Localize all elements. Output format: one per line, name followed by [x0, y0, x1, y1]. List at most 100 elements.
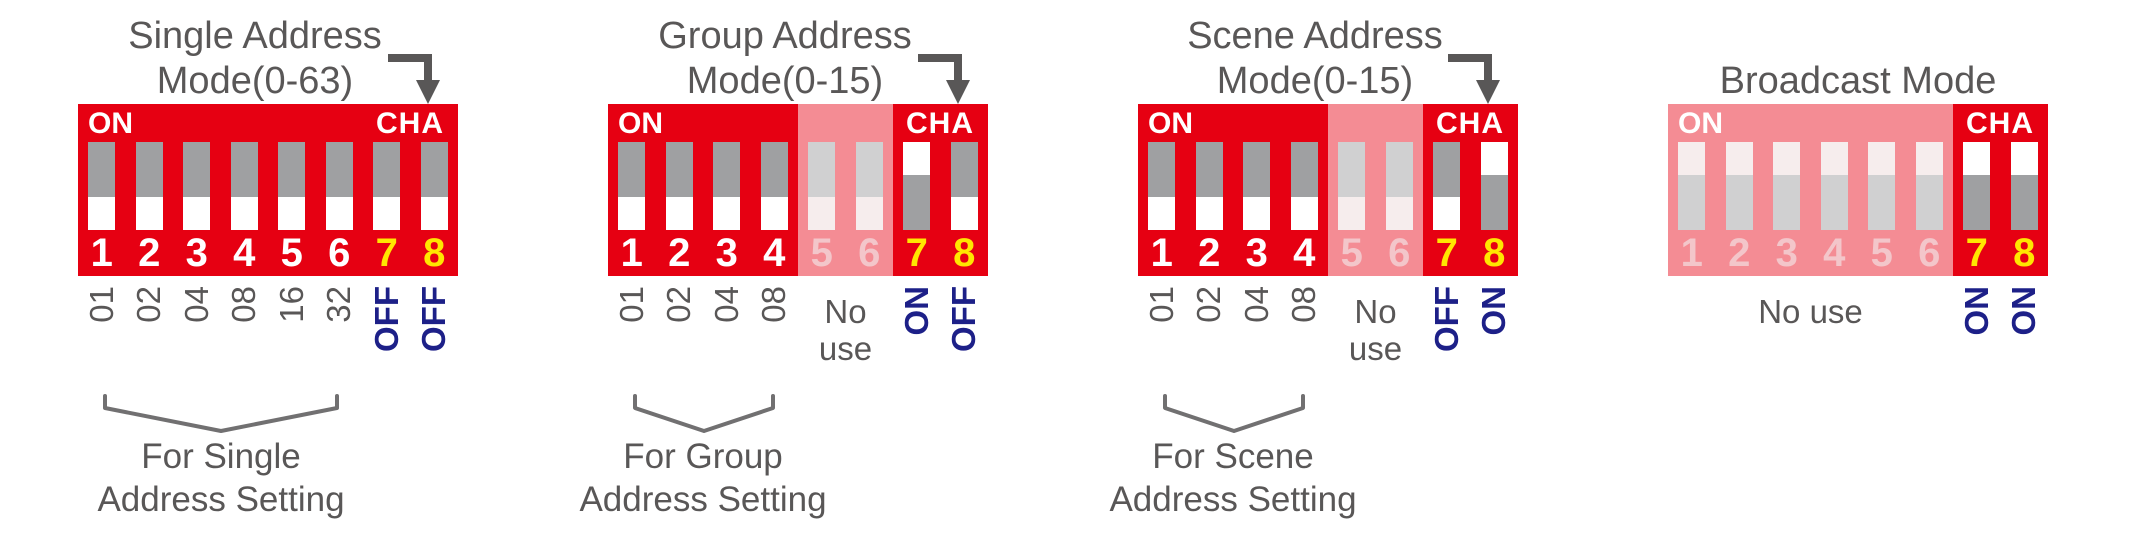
- switch-number: 5: [280, 231, 303, 275]
- mode-broadcast: Broadcast Mode ON CHA 1 2 3 4 5: [1668, 14, 2048, 392]
- dip-switch-7: [363, 142, 411, 230]
- mode-title: Broadcast Mode: [1668, 14, 2048, 104]
- switch-knob: [373, 197, 401, 230]
- switch-number: 7: [375, 231, 398, 275]
- value-row: 01 02 04 08 No use OFF ON: [1138, 284, 1518, 392]
- cha-label: CHA: [1436, 107, 1504, 140]
- switch-slider: [325, 142, 353, 230]
- dip-switch-8: [411, 142, 459, 230]
- switch-slider: [1773, 142, 1801, 230]
- switch-knob: [665, 197, 693, 230]
- switch-number: 6: [1918, 231, 1941, 275]
- switch-slider: [665, 142, 693, 230]
- switch-knob: [618, 197, 646, 230]
- channel-state-label: OFF: [367, 286, 405, 352]
- switch-knob: [1480, 142, 1508, 175]
- switch-knob: [1148, 197, 1176, 230]
- switch-value-label: 04: [707, 286, 745, 323]
- switch-number: 6: [328, 231, 351, 275]
- mode-caption-line1: For Scene: [1152, 437, 1314, 476]
- on-label: ON: [88, 107, 133, 140]
- switch-slider: [760, 142, 788, 230]
- no-use-label: No use: [818, 293, 873, 367]
- mode-title: Scene Address Mode(0-15): [1138, 14, 1518, 104]
- dip-switch-5: [268, 142, 316, 230]
- switch-number: 4: [233, 231, 256, 275]
- switch-slider: [135, 142, 163, 230]
- arrow-down-icon: [388, 54, 440, 104]
- switch-row: [1138, 142, 1518, 230]
- number-row: 1 2 3 4 5 6 7 8: [608, 230, 988, 276]
- switch-number: 2: [1728, 231, 1751, 275]
- switch-slider: [1290, 142, 1318, 230]
- switch-value-label: 04: [177, 286, 215, 323]
- switch-slider: [1243, 142, 1271, 230]
- mode-caption-line2: Address Setting: [579, 479, 827, 519]
- switch-knob: [325, 197, 353, 230]
- switch-slider: [808, 142, 836, 230]
- switch-slider: [1820, 142, 1848, 230]
- arrow-down-icon: [1448, 54, 1500, 104]
- switch-knob: [1868, 142, 1896, 175]
- switch-number: 3: [1775, 231, 1798, 275]
- on-label: ON: [1678, 107, 1723, 140]
- dip-switch-6: [316, 142, 364, 230]
- switch-number: 7: [905, 231, 928, 275]
- dip-switch-2: [656, 142, 704, 230]
- mode-title-line1: Scene Address: [1187, 15, 1443, 58]
- switch-knob: [808, 197, 836, 230]
- switch-number: 2: [138, 231, 161, 275]
- dip-switch-modes-row: Single Address Mode(0-63) ON CHA 1 2: [78, 14, 2048, 519]
- switch-knob: [230, 197, 258, 230]
- mode-title-line2: Mode(0-15): [686, 60, 884, 103]
- bracket-row: [1138, 392, 1518, 436]
- switch-slider: [230, 142, 258, 230]
- switch-value-label: 02: [130, 286, 168, 323]
- switch-slider: [88, 142, 116, 230]
- no-use-overlay: [1668, 104, 1953, 276]
- mode-title-line1: Group Address: [658, 15, 912, 58]
- dip-switch-7: [893, 142, 941, 230]
- switch-slider: [1433, 142, 1461, 230]
- switch-number: 2: [1198, 231, 1221, 275]
- no-use-label: No use: [1348, 293, 1403, 367]
- number-row: 1 2 3 4 5 6 7 8: [1668, 230, 2048, 276]
- value-row: 01 02 04 08 16 32 OFF OFF: [78, 284, 458, 392]
- switch-number: 7: [1435, 231, 1458, 275]
- mode-title-line2: Mode(0-15): [1216, 60, 1414, 103]
- switch-slider: [1915, 142, 1943, 230]
- switch-slider: [373, 142, 401, 230]
- dip-switch-3: [1233, 142, 1281, 230]
- switch-knob: [1243, 197, 1271, 230]
- dip-switch-6: [1906, 142, 1954, 230]
- switch-knob: [1820, 142, 1848, 175]
- dip-switch-panel: ON CHA 1 2 3 4 5 6 7 8: [78, 104, 458, 276]
- number-row: 1 2 3 4 5 6 7 8: [78, 230, 458, 276]
- switch-knob: [855, 197, 883, 230]
- cha-label: CHA: [376, 107, 444, 140]
- switch-slider: [1195, 142, 1223, 230]
- dip-switch-6: [1376, 142, 1424, 230]
- dip-switch-4: [751, 142, 799, 230]
- dip-switch-5: [798, 142, 846, 230]
- switch-number: 5: [810, 231, 833, 275]
- switch-slider: [713, 142, 741, 230]
- switch-knob: [1678, 142, 1706, 175]
- switch-knob: [88, 197, 116, 230]
- switch-knob: [1725, 142, 1753, 175]
- switch-number: 8: [1483, 231, 1506, 275]
- mode-title: Single Address Mode(0-63): [78, 14, 458, 104]
- switch-number: 2: [668, 231, 691, 275]
- dip-switch-panel: ON CHA 1 2 3 4 5 6 7 8: [1138, 104, 1518, 276]
- switch-number: 5: [1340, 231, 1363, 275]
- dip-switch-3: [173, 142, 221, 230]
- switch-knob: [1433, 197, 1461, 230]
- arrow-down-icon: [918, 54, 970, 104]
- switch-knob: [1915, 142, 1943, 175]
- mode-title-line1: Broadcast Mode: [1719, 60, 1997, 103]
- switch-knob: [2010, 142, 2038, 175]
- switch-value-label: 08: [225, 286, 263, 323]
- dip-switch-8: [1471, 142, 1519, 230]
- dip-switch-1: [78, 142, 126, 230]
- switch-number: 1: [1680, 231, 1703, 275]
